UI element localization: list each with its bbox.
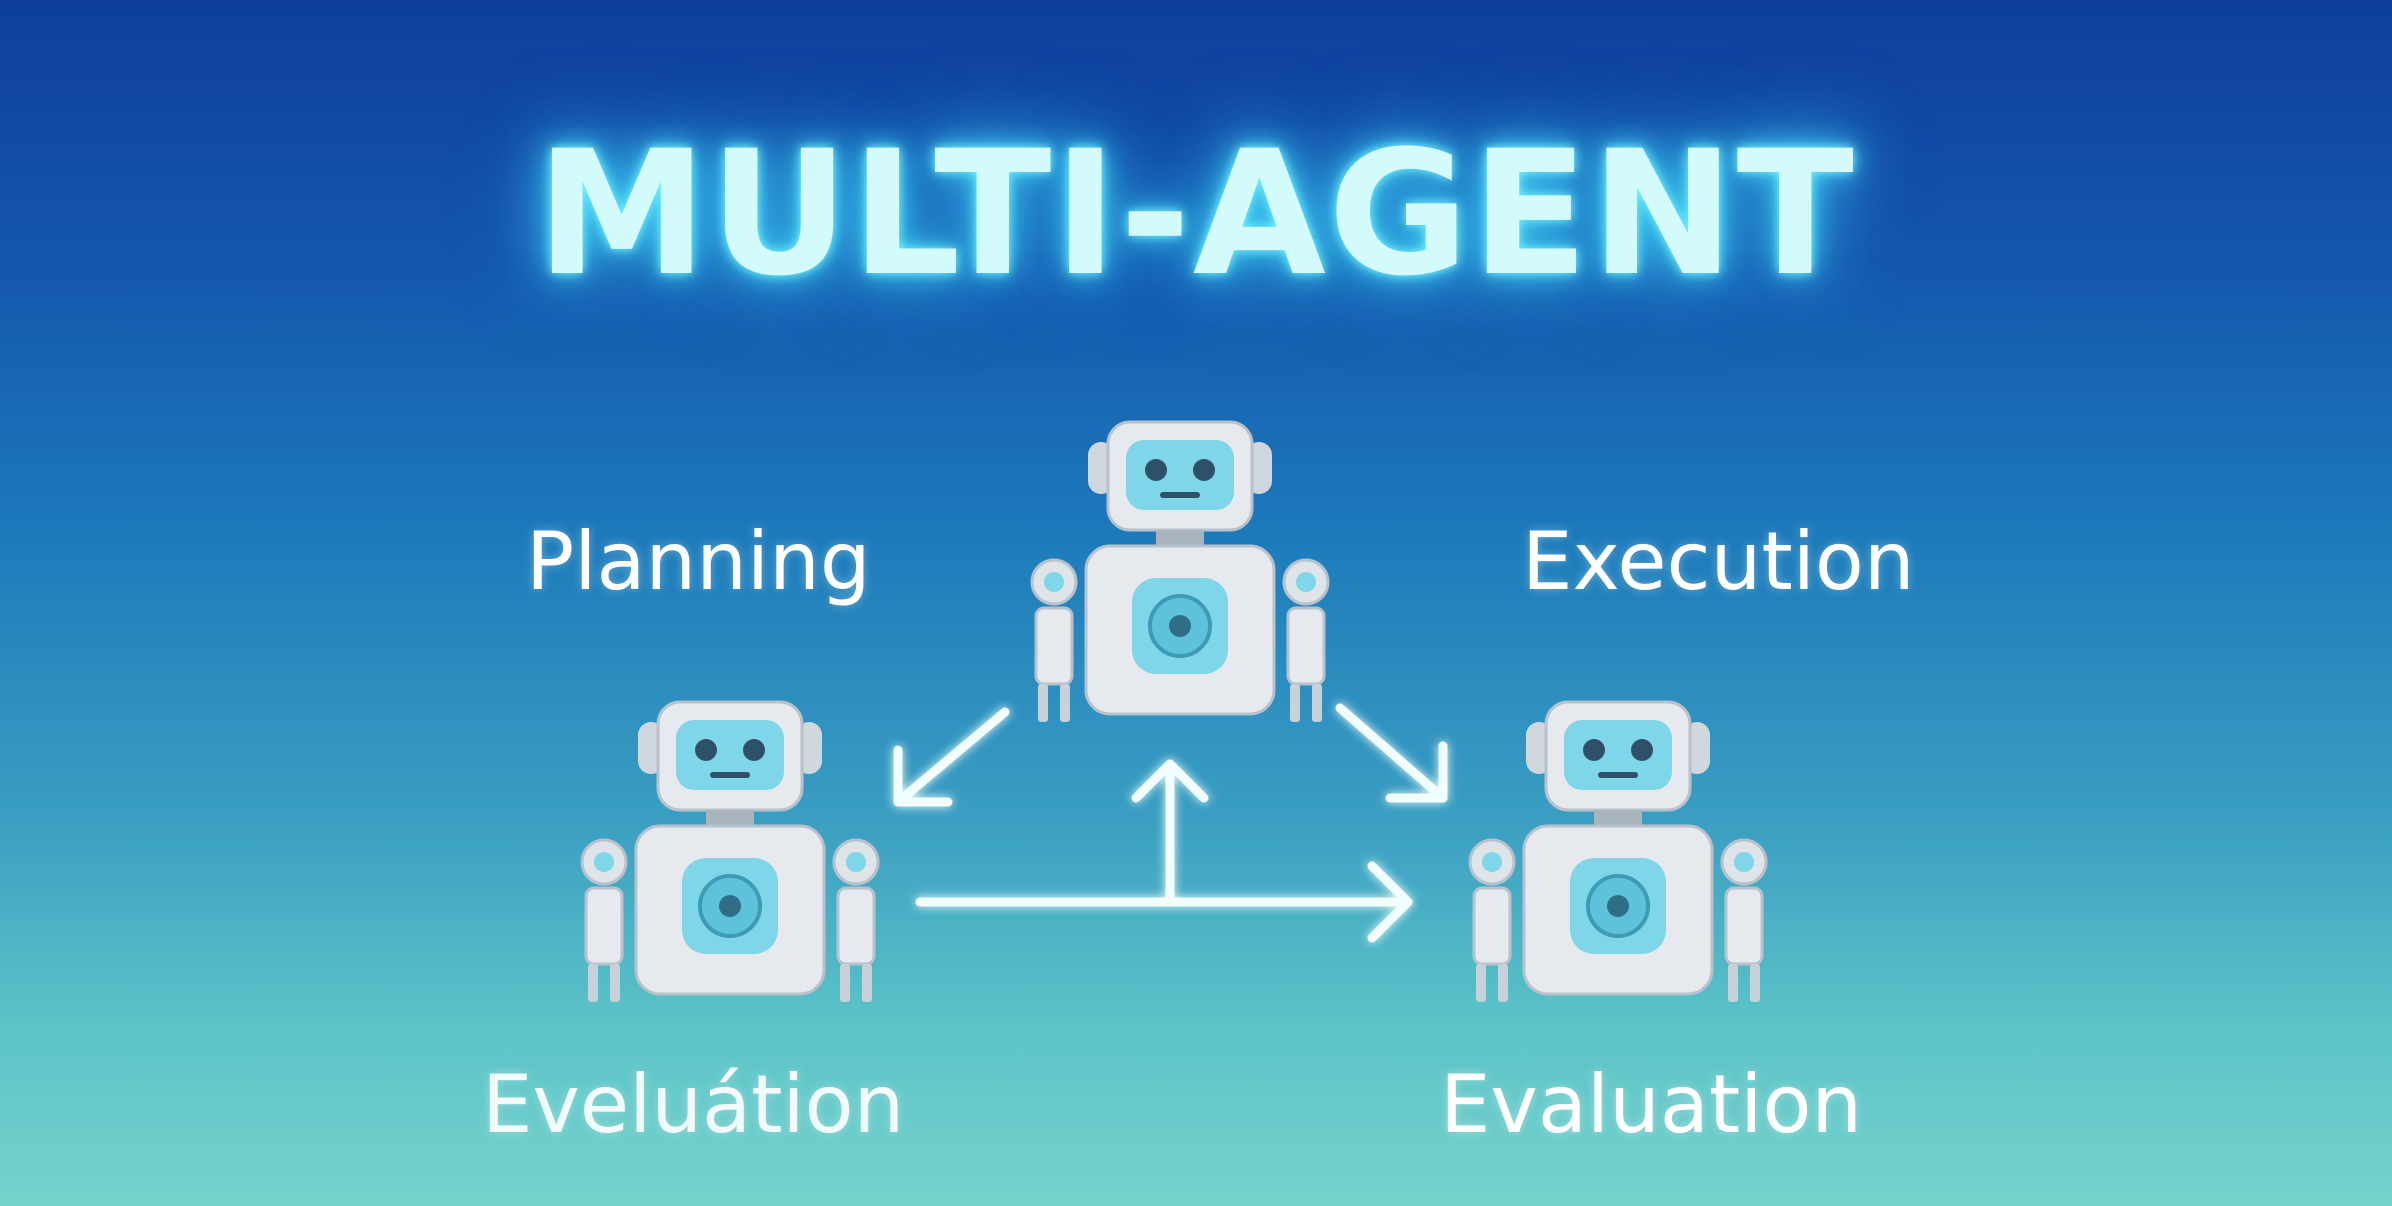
robot-agent-right [1458, 692, 1778, 1022]
arrow-left-to-right [915, 861, 1413, 943]
arrow-up-to-top [1131, 759, 1209, 907]
robot-agent-left [570, 692, 890, 1022]
label-evaluation-right: Evaluation [1440, 1058, 1863, 1151]
arrow-top-to-left [893, 707, 1010, 807]
label-evaluation-left: Eveluátion [482, 1058, 905, 1151]
robot-icon [1030, 420, 1330, 722]
robot-icon [1468, 700, 1768, 1002]
arrow-top-to-right [1335, 703, 1448, 803]
label-execution: Execution [1522, 515, 1915, 608]
robot-agent-top [1020, 412, 1340, 742]
robot-icon [580, 700, 880, 1002]
label-planning: Planning [526, 515, 871, 608]
diagram-title: MULTI-AGENT [536, 113, 1856, 314]
